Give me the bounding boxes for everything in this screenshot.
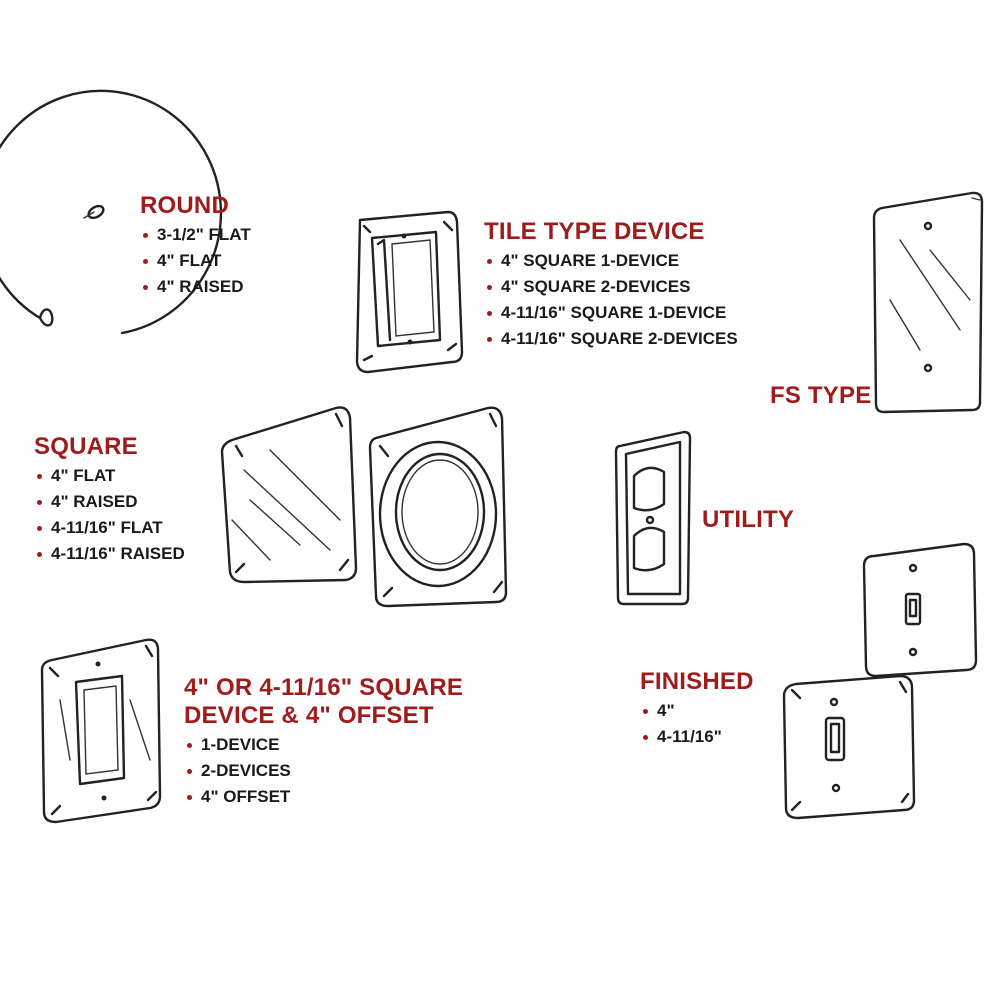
list-item: 4-11/16" FLAT [34, 515, 185, 541]
bullet-icon [143, 284, 148, 290]
utility-section: UTILITY [702, 506, 794, 534]
tile-cover-drawing [355, 210, 464, 374]
list-item: 1-DEVICE [184, 732, 463, 758]
list-item: 4" RAISED [140, 274, 251, 300]
bullet-icon [487, 336, 492, 342]
list-item: 4-11/16" RAISED [34, 541, 185, 567]
list-item: 4" FLAT [34, 463, 185, 489]
list-item: 4-11/16" SQUARE 2-DEVICES [484, 326, 738, 352]
tile-list: 4" SQUARE 1-DEVICE 4" SQUARE 2-DEVICES 4… [484, 248, 738, 352]
round-list: 3-1/2" FLAT 4" FLAT 4" RAISED [140, 222, 251, 300]
bullet-icon [643, 734, 648, 740]
bullet-icon [143, 258, 148, 264]
list-item: 4-11/16" SQUARE 1-DEVICE [484, 300, 738, 326]
round-title: ROUND [140, 192, 229, 219]
list-item: 4" OFFSET [184, 784, 463, 810]
device-offset-title-line2: DEVICE & 4" OFFSET [184, 702, 434, 729]
tile-title: TILE TYPE DEVICE [484, 218, 705, 245]
finished-cover-drawing [782, 542, 978, 820]
bullet-icon [487, 284, 492, 290]
bullet-icon [187, 794, 192, 800]
round-section: ROUND 3-1/2" FLAT 4" FLAT 4" RAISED [140, 192, 251, 300]
square-flat-cover-drawing [220, 406, 358, 584]
list-item: 4" SQUARE 1-DEVICE [484, 248, 738, 274]
device-offset-section: 4" OR 4-11/16" SQUARE DEVICE & 4" OFFSET… [184, 674, 463, 810]
list-item: 4" SQUARE 2-DEVICES [484, 274, 738, 300]
square-list: 4" FLAT 4" RAISED 4-11/16" FLAT 4-11/16"… [34, 463, 185, 567]
list-item: 4" FLAT [140, 248, 251, 274]
list-item: 4" [640, 698, 754, 724]
bullet-icon [187, 768, 192, 774]
square-raised-cover-drawing [368, 406, 508, 608]
list-item: 2-DEVICES [184, 758, 463, 784]
fs-title: FS TYPE [770, 382, 872, 409]
fs-cover-drawing [872, 191, 984, 414]
bullet-icon [37, 551, 42, 557]
bullet-icon [487, 310, 492, 316]
device-offset-title-line1: 4" OR 4-11/16" SQUARE [184, 674, 464, 701]
round-cover-drawing [0, 89, 223, 335]
bullet-icon [643, 708, 648, 714]
bullet-icon [37, 473, 42, 479]
finished-title: FINISHED [640, 668, 754, 695]
square-title: SQUARE [34, 433, 138, 460]
utility-cover-drawing [614, 430, 692, 606]
bullet-icon [37, 525, 42, 531]
list-item: 4-11/16" [640, 724, 754, 750]
device-cover-drawing [40, 638, 162, 824]
bullet-icon [143, 232, 148, 238]
finished-list: 4" 4-11/16" [640, 698, 754, 750]
list-item: 4" RAISED [34, 489, 185, 515]
fs-section: FS TYPE [770, 382, 871, 410]
bullet-icon [187, 742, 192, 748]
bullet-icon [37, 499, 42, 505]
square-section: SQUARE 4" FLAT 4" RAISED 4-11/16" FLAT 4… [34, 433, 185, 567]
finished-section: FINISHED 4" 4-11/16" [640, 668, 754, 750]
device-offset-list: 1-DEVICE 2-DEVICES 4" OFFSET [184, 732, 463, 810]
utility-title: UTILITY [702, 506, 795, 533]
bullet-icon [487, 258, 492, 264]
list-item: 3-1/2" FLAT [140, 222, 251, 248]
tile-section: TILE TYPE DEVICE 4" SQUARE 1-DEVICE 4" S… [484, 218, 738, 352]
